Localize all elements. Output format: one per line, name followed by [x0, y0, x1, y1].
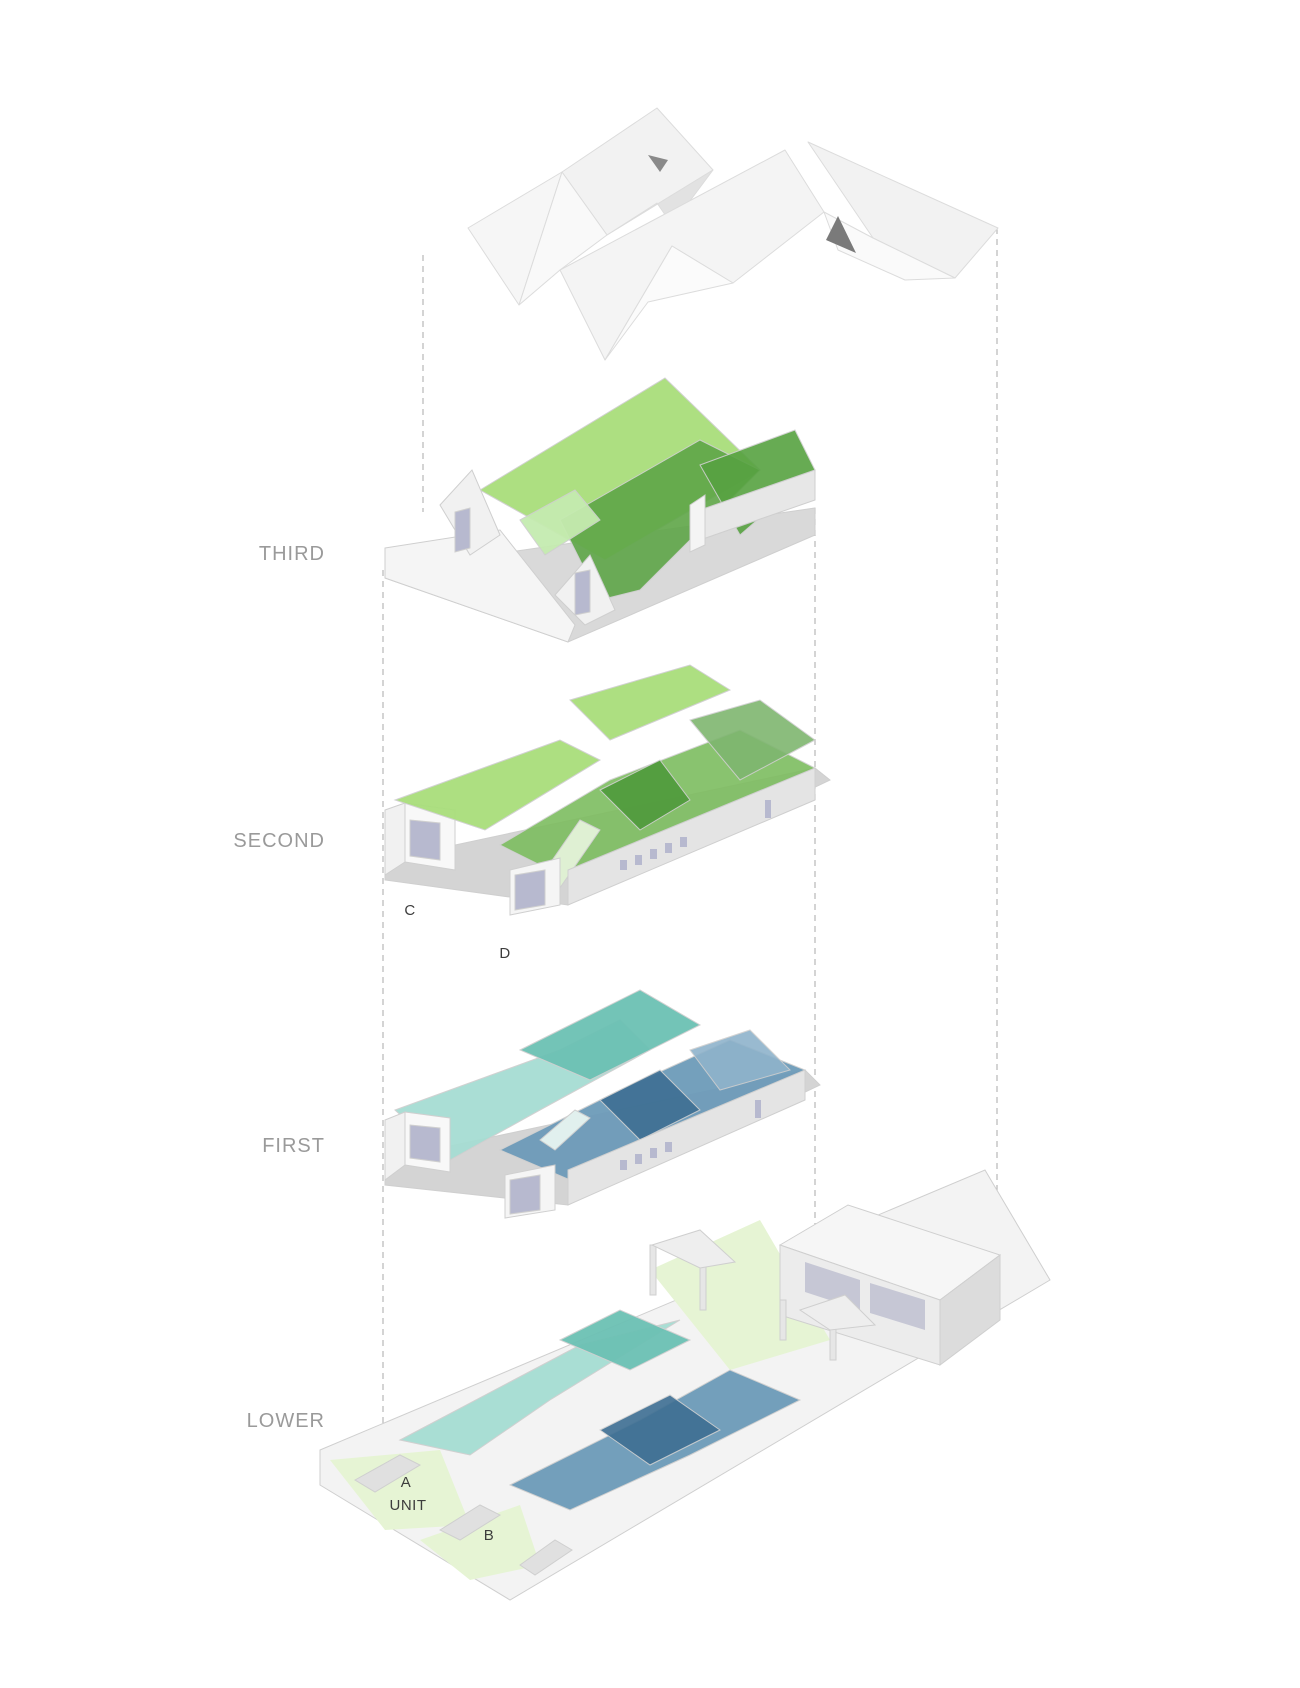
- floor-label-third: THIRD: [258, 543, 325, 565]
- unit-label-c: C: [404, 902, 416, 919]
- side-wall: [567, 1069, 806, 1206]
- window: [635, 1154, 642, 1164]
- window: [574, 569, 591, 616]
- window: [765, 800, 771, 818]
- window: [620, 1160, 627, 1170]
- window: [665, 843, 672, 853]
- window: [680, 837, 687, 847]
- garage-door: [870, 1283, 925, 1330]
- first-floor-zone-teal-dark: [518, 989, 702, 1081]
- window: [650, 849, 657, 859]
- second-floor-zone-c: [393, 739, 602, 831]
- window-strip: [620, 1100, 761, 1170]
- wall: [689, 494, 706, 553]
- garage-wall: [939, 1254, 1001, 1366]
- window: [620, 860, 627, 870]
- lower-floor-zone-teal-dark: [558, 1309, 692, 1371]
- unit-label-b: B: [483, 1527, 495, 1544]
- entry-steps: [354, 1454, 422, 1493]
- post: [699, 1264, 707, 1311]
- floor-label-lower: LOWER: [246, 1410, 325, 1432]
- lower-floor-level: [319, 1169, 1051, 1601]
- pergola-beam: [798, 1294, 877, 1331]
- second-floor-zone-upper: [569, 664, 732, 741]
- window: [509, 1174, 541, 1215]
- roof-plane: [518, 171, 608, 306]
- second-floor-level: [384, 664, 831, 916]
- window: [755, 1100, 761, 1118]
- side-wall: [567, 767, 816, 906]
- post: [649, 1244, 657, 1296]
- guide-lines: [382, 228, 998, 1425]
- unit-label-unit: UNIT: [389, 1497, 427, 1514]
- roof-plane: [604, 245, 734, 361]
- second-floor-zone-dark: [599, 759, 691, 831]
- unit-label-a: A: [400, 1474, 412, 1491]
- window: [454, 507, 471, 553]
- first-floor-level: [384, 989, 821, 1219]
- window: [650, 1148, 657, 1158]
- entry-steps: [519, 1539, 573, 1576]
- front-yard: [330, 1450, 470, 1530]
- window: [409, 1124, 441, 1163]
- second-floor-zone-mid: [689, 699, 816, 781]
- floor-label-second: SECOND: [233, 830, 325, 852]
- window: [665, 1142, 672, 1152]
- roof-shadow: [826, 216, 856, 253]
- floor-label-first: FIRST: [262, 1135, 325, 1157]
- stair: [539, 1109, 591, 1151]
- first-floor-zone-blue-light: [689, 1029, 791, 1091]
- window: [409, 819, 441, 861]
- pergola: [649, 1229, 877, 1361]
- window-strip: [620, 800, 771, 870]
- third-floor-level: [384, 377, 816, 643]
- first-floor-zone-blue-dark: [599, 1069, 701, 1141]
- window: [514, 869, 546, 911]
- post: [779, 1299, 787, 1341]
- unit-label-d: D: [499, 945, 511, 962]
- front-yard: [420, 1505, 540, 1580]
- entry-steps: [438, 1504, 502, 1541]
- roof-level: [467, 107, 999, 361]
- window: [635, 855, 642, 865]
- stair: [519, 489, 601, 556]
- lower-floor-zone-blue-dark: [599, 1394, 721, 1466]
- pergola-beam: [650, 1229, 737, 1269]
- roof-shadow: [648, 155, 668, 172]
- wall: [384, 802, 406, 876]
